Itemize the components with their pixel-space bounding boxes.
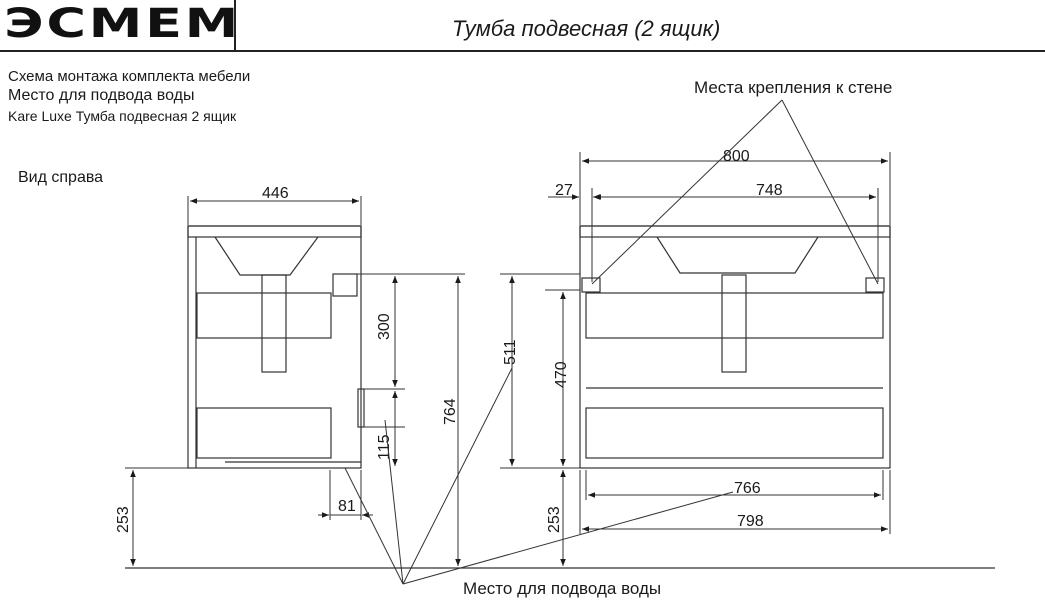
dim-front-floor-gap: 253 [546, 506, 563, 533]
side-view-label: Вид справа [18, 169, 104, 186]
front-view [579, 225, 891, 469]
water-supply-label: Место для подвода воды [463, 579, 662, 598]
dim-side-floor-gap: 253 [115, 506, 132, 533]
side-countertop [187, 225, 362, 238]
front-drain-pipe [721, 274, 747, 373]
front-basin [656, 236, 819, 274]
dim-side-drawer-bottom: 115 [376, 434, 393, 460]
brand-logo: ЭСМЕМ [4, 1, 242, 47]
side-view [187, 225, 365, 469]
water-leaders [344, 367, 734, 585]
side-drain-pipe [261, 274, 287, 373]
header: ЭСМЕМ Тумба подвесная (2 ящик) [0, 0, 1045, 52]
front-cabinet-outline [579, 225, 891, 469]
mount-point-left [581, 277, 601, 293]
header-rule [0, 50, 1045, 52]
dim-front-total-width: 800 [723, 148, 750, 165]
dim-front-inner-width: 748 [756, 182, 783, 199]
mount-leaders [591, 99, 879, 285]
note-scheme: Схема монтажа комплекта мебели [8, 68, 251, 85]
side-drawer-top [196, 292, 332, 339]
dim-side-width: 446 [262, 185, 289, 202]
dim-side-total-height: 764 [442, 398, 459, 425]
mount-points-label: Места крепления к стене [694, 78, 893, 97]
front-countertop [579, 225, 891, 238]
note-product: Kare Luxe Тумба подвесная 2 ящик [8, 108, 237, 124]
dim-front-height-b: 470 [553, 361, 570, 388]
dim-front-edge-offset: 27 [555, 182, 573, 199]
brand-logo-box: ЭСМЕМ [0, 0, 238, 50]
dim-front-body-width: 798 [737, 513, 764, 530]
dim-front-height-a: 511 [502, 339, 519, 365]
front-drawer-bottom [585, 407, 884, 459]
dim-side-water-offset: 81 [338, 498, 356, 515]
front-drawer-top [585, 292, 884, 339]
page-title: Тумба подвесная (2 ящик) [452, 16, 721, 41]
side-basin [214, 236, 319, 276]
side-water-inlet [357, 388, 365, 428]
dim-side-drawer-top: 300 [376, 313, 393, 340]
side-drawer-bottom [196, 407, 332, 459]
note-water: Место для подвода воды [8, 87, 195, 104]
dim-front-drawer-width: 766 [734, 480, 761, 497]
mount-point-right [865, 277, 885, 293]
side-cabinet-outline [187, 225, 362, 469]
side-bracket [332, 273, 358, 297]
